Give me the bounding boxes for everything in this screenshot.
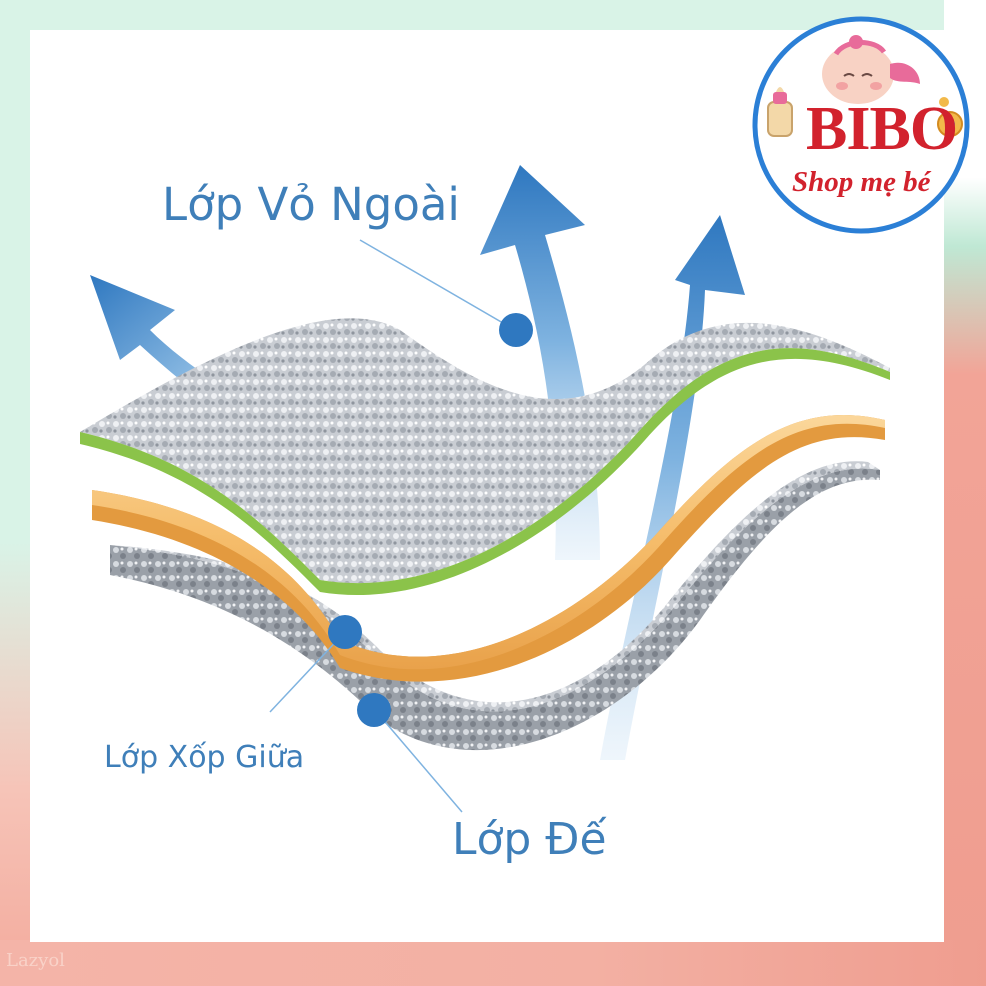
background-strip-bottom xyxy=(0,940,986,986)
callout-outer xyxy=(359,239,533,347)
background-strip-left xyxy=(0,0,30,986)
callout-middle xyxy=(269,615,362,713)
callout-base xyxy=(357,693,463,813)
baby-face-icon xyxy=(822,35,920,104)
shop-logo xyxy=(752,16,970,234)
baby-bottle-icon xyxy=(767,87,793,137)
logo-title: BIBO xyxy=(806,95,958,163)
outer-layer xyxy=(80,318,890,584)
watermark-text: Lazyol xyxy=(6,950,65,971)
arrow-up-right-icon xyxy=(600,215,745,760)
base-layer-label: Lớp Đế xyxy=(452,814,607,865)
middle-layer-label: Lớp Xốp Giữa xyxy=(104,740,305,775)
logo-subtitle: Shop mẹ bé xyxy=(792,166,931,198)
base-layer xyxy=(110,468,880,751)
outer-layer-label: Lớp Vỏ Ngoài xyxy=(162,178,460,231)
pacifier-icon xyxy=(937,97,963,137)
